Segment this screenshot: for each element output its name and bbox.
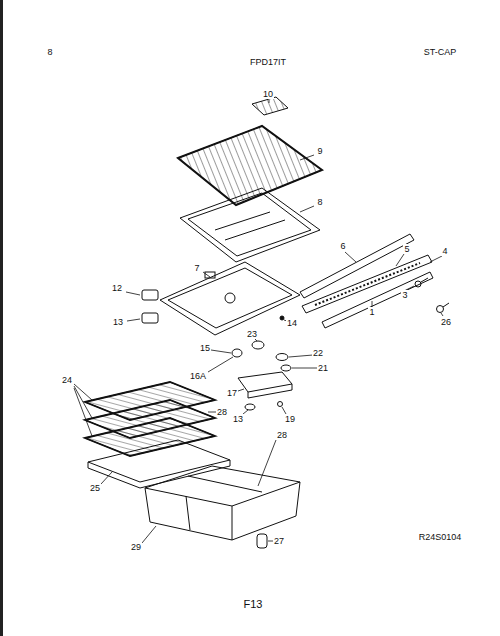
- callout-number: FPD17IT: [249, 57, 287, 67]
- callout-number: 27: [273, 536, 285, 546]
- callout-number: 16A: [189, 371, 207, 381]
- callout-number: 7: [193, 263, 200, 273]
- callout-number: 13: [112, 317, 124, 327]
- callout-number: F13: [243, 598, 264, 610]
- callout-number: 4: [441, 246, 448, 256]
- callout-number: 5: [403, 244, 410, 254]
- callout-number: 6: [339, 241, 346, 251]
- callout-number: 21: [317, 363, 329, 373]
- callout-number: 22: [312, 348, 324, 358]
- callout-number: 25: [89, 483, 101, 493]
- callout-number: 1: [368, 307, 375, 317]
- callout-number: 17: [226, 388, 238, 398]
- callout-number: 15: [199, 343, 211, 353]
- callout-number: 9: [316, 146, 323, 156]
- callout-number: 23: [246, 329, 258, 339]
- callout-number: 29: [130, 542, 142, 552]
- callout-number: R24S0104: [418, 532, 463, 542]
- callout-number: 28: [216, 407, 228, 417]
- callout-number: 24: [61, 375, 73, 385]
- callout-number: 8: [46, 47, 53, 57]
- callout-number: 14: [286, 318, 298, 328]
- callout-number: 8: [316, 197, 323, 207]
- callout-number: 26: [440, 317, 452, 327]
- callout-number: 3: [401, 290, 408, 300]
- callout-number: 13: [232, 414, 244, 424]
- callout-number: 10: [262, 89, 274, 99]
- callout-number: 12: [111, 283, 123, 293]
- callout-number: 19: [284, 414, 296, 424]
- callout-number: ST-CAP: [423, 47, 458, 57]
- callout-number: 28: [276, 430, 288, 440]
